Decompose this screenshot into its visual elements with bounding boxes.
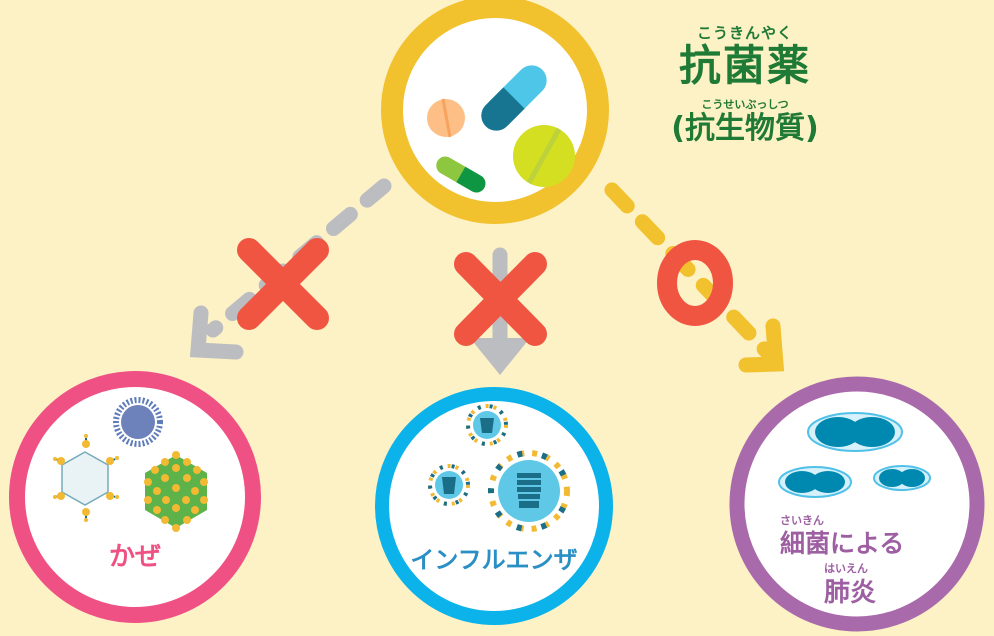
cold-label: かぜ (108, 542, 161, 572)
pneumonia-label-2: 肺炎 (824, 578, 877, 608)
arrow-to-pneumonia (604, 182, 785, 373)
cross-icon-influenza (454, 252, 547, 346)
arrowhead-influenza (470, 338, 530, 375)
circle-ok-icon (657, 240, 733, 326)
title-ruby: こうきんやく (696, 24, 793, 42)
flu-virus-small-left-icon (428, 464, 470, 506)
pneumonia-ruby-1: さいきん (780, 514, 824, 527)
influenza-circle (375, 387, 613, 625)
cross-icon-cold (237, 238, 329, 330)
antibiotics-title: こうきんやく 抗菌薬 こうせいぶっしつ (抗生物質) (645, 24, 845, 146)
flu-virus-small-top-icon (466, 404, 508, 446)
cold-circle (9, 371, 261, 623)
green-virus-icon (144, 451, 208, 532)
pneumonia-circle (729, 376, 985, 632)
bacteria-large-icon (807, 412, 903, 452)
title-main: 抗菌薬 (678, 41, 811, 90)
antibiotics-circle (381, 0, 609, 224)
influenza-label: インフルエンザ (410, 546, 578, 574)
subtitle-main: (抗生物質) (671, 111, 819, 146)
mesh-virus-icon (53, 434, 119, 522)
capsule-green-icon (436, 156, 486, 193)
flu-virus-large-icon (488, 450, 570, 532)
subtitle-ruby: こうせいぶっしつ (701, 98, 789, 111)
bacteria-small-icon (873, 465, 931, 491)
bacteria-medium-icon (778, 466, 852, 498)
pneumonia-label-1: 細菌による (780, 529, 905, 558)
capsule-blue-icon (481, 65, 547, 131)
tablet-lime-icon (513, 125, 575, 187)
tablet-orange-icon (427, 98, 465, 138)
spiky-virus-icon (113, 397, 163, 447)
pneumonia-ruby-2: はいえん (824, 562, 868, 575)
